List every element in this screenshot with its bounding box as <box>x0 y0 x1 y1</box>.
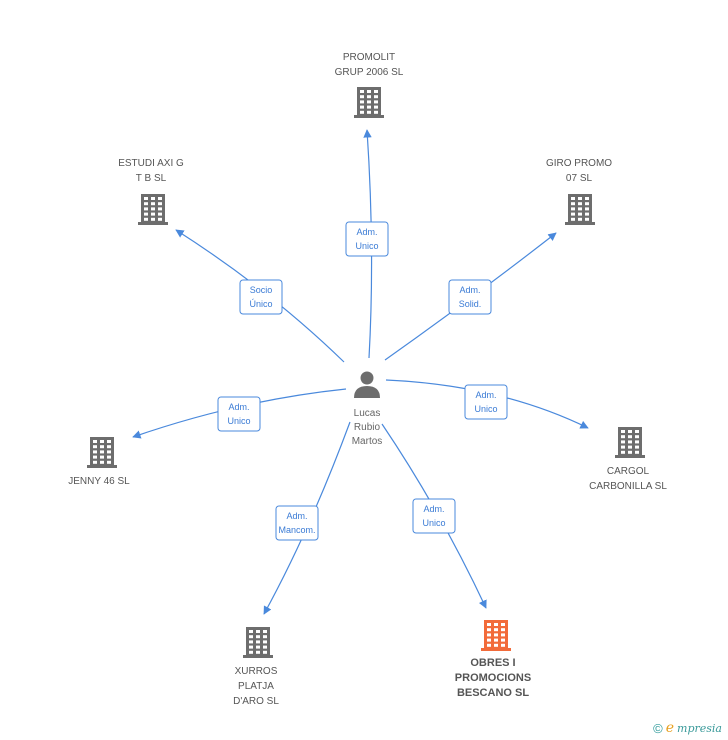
company-name-line: CARBONILLA SL <box>589 481 667 492</box>
company-node-estudi[interactable]: ESTUDI AXI G T B SL <box>118 158 184 225</box>
edge-xurros[interactable]: Adm. Mancom. <box>263 421 351 615</box>
company-name-line: PLATJA <box>238 681 274 692</box>
copyright-icon: © <box>653 720 663 736</box>
edge-promolit[interactable]: Adm. Unico <box>345 129 389 359</box>
edge-label-text: Unico <box>474 404 497 414</box>
edge-label-text: Adm. <box>459 285 480 295</box>
edge-label-text: Adm. <box>356 227 377 237</box>
edge-label-text: Unico <box>355 241 378 251</box>
company-name-line: OBRES I <box>470 657 515 669</box>
person-name-line: Martos <box>352 436 383 447</box>
edge-label-text: Unico <box>227 416 250 426</box>
person-name-line: Lucas <box>354 408 381 419</box>
edge-label-text: Mancom. <box>278 525 315 535</box>
brand-name: mpresia <box>677 721 722 735</box>
building-icon <box>354 87 384 118</box>
company-name-line: PROMOLIT <box>343 52 395 63</box>
company-node-promolit[interactable]: PROMOLIT GRUP 2006 SL <box>335 52 404 118</box>
company-name-line: JENNY 46 SL <box>68 476 130 487</box>
person-icon <box>354 371 380 398</box>
edge-label-box[interactable] <box>345 221 389 257</box>
company-name-line: XURROS <box>235 666 278 677</box>
company-name-line: CARGOL <box>607 466 650 477</box>
edge-cargol[interactable]: Adm. Unico <box>385 379 589 429</box>
edges-layer: Adm.UnicoSocioÚnicoAdm.Solid.Adm.UnicoAd… <box>132 129 589 615</box>
building-icon <box>615 427 645 458</box>
edge-label-text: Unico <box>422 518 445 528</box>
building-icon <box>138 194 168 225</box>
edge-label-text: Único <box>249 299 272 309</box>
building-icon <box>243 627 273 658</box>
building-icon <box>565 194 595 225</box>
company-name-line: ESTUDI AXI G <box>118 158 184 169</box>
edge-giro[interactable]: Adm. Solid. <box>384 232 557 361</box>
company-name-line: D'ARO SL <box>233 696 279 707</box>
company-name-line: BESCANO SL <box>457 687 529 699</box>
building-icon <box>87 437 117 468</box>
edge-label-text: Socio <box>250 285 273 295</box>
edge-label-box[interactable] <box>239 279 283 315</box>
company-node-jenny[interactable]: JENNY 46 SL <box>68 437 130 487</box>
company-node-obres[interactable]: OBRES I PROMOCIONS BESCANO SL <box>455 620 531 699</box>
edge-label-box[interactable] <box>464 384 508 420</box>
brand-initial: e <box>665 720 675 736</box>
edge-label-text: Adm. <box>475 390 496 400</box>
edge-label-box[interactable] <box>412 498 456 534</box>
building-icon <box>481 620 511 651</box>
edge-jenny[interactable]: Adm. Unico <box>132 388 347 439</box>
edge-label-box[interactable] <box>275 505 319 541</box>
company-name-line: T B SL <box>136 173 167 184</box>
company-name-line: GRUP 2006 SL <box>335 67 404 78</box>
company-name-line: PROMOCIONS <box>455 672 531 684</box>
person-name-line: Rubio <box>354 422 381 433</box>
company-node-xurros[interactable]: XURROS PLATJA D'ARO SL <box>233 627 279 707</box>
company-node-giro[interactable]: GIRO PROMO 07 SL <box>546 158 612 225</box>
edge-label-text: Solid. <box>459 299 482 309</box>
edge-label-box[interactable] <box>448 279 492 315</box>
edge-obres[interactable]: Adm. Unico <box>381 423 487 609</box>
nodes-layer: PROMOLIT GRUP 2006 SL ESTUDI AXI G T B SL GI… <box>68 52 667 707</box>
edge-label-text: Adm. <box>423 504 444 514</box>
company-name-line: GIRO PROMO <box>546 158 612 169</box>
edge-label-box[interactable] <box>217 396 261 432</box>
company-name-line: 07 SL <box>566 173 593 184</box>
edge-label-text: Adm. <box>228 402 249 412</box>
edge-label-text: Adm. <box>286 511 307 521</box>
company-node-cargol[interactable]: CARGOL CARBONILLA SL <box>589 427 667 492</box>
